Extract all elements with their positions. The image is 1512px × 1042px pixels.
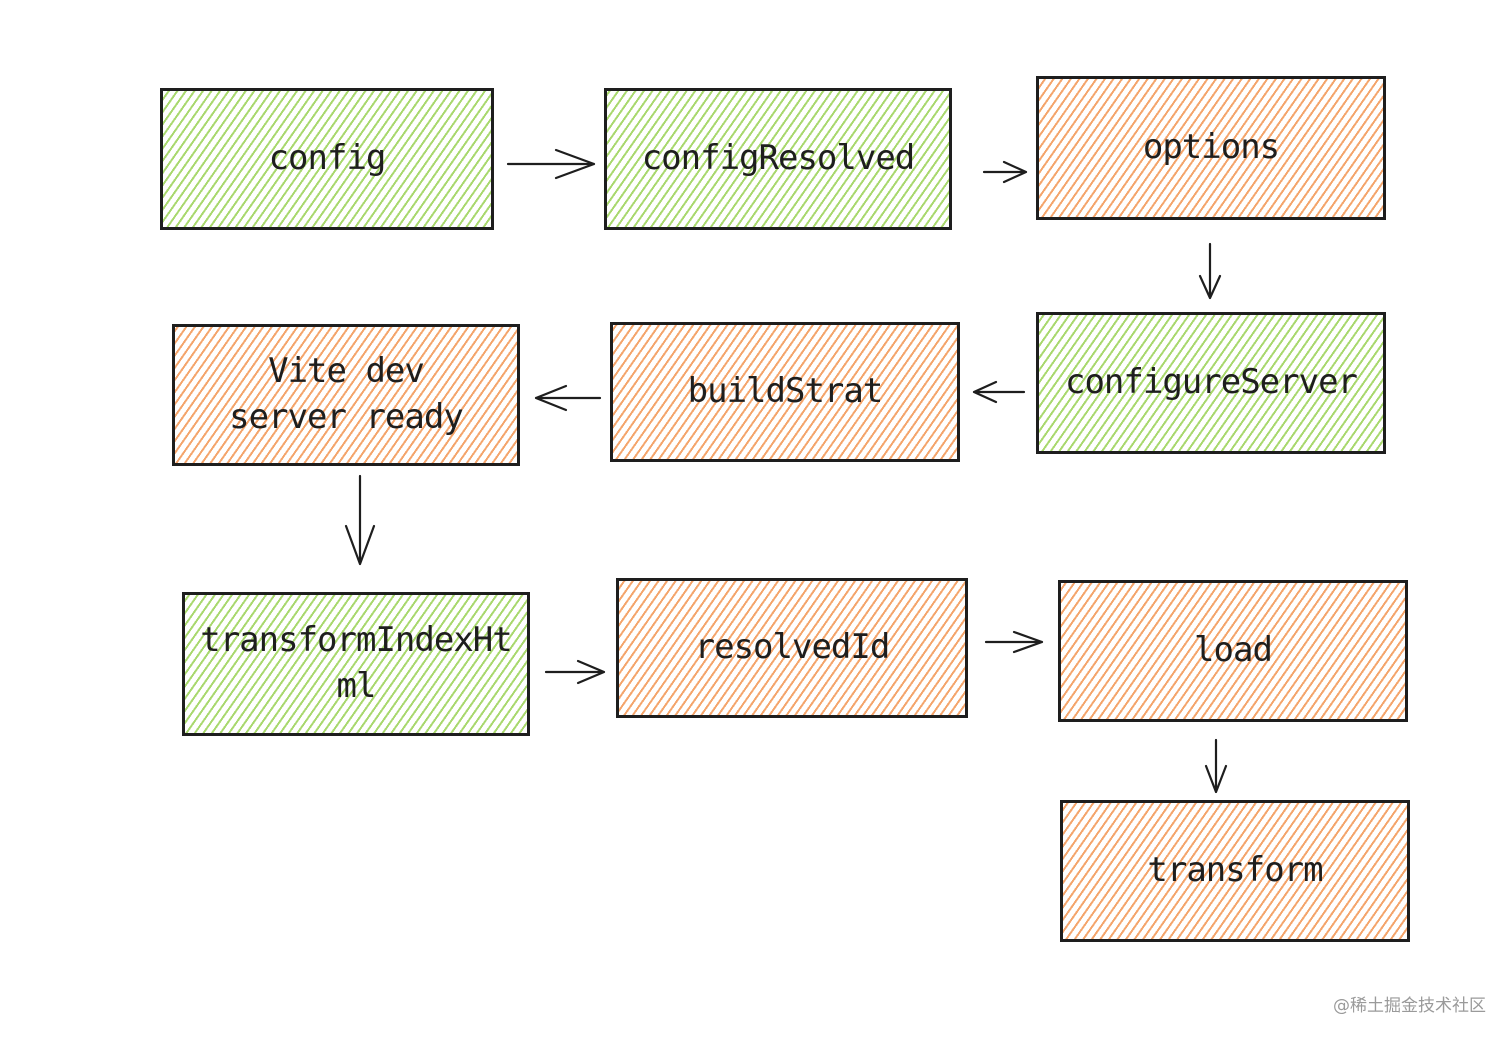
node-transform-index-html-label: transformIndexHt ml [200, 620, 513, 706]
node-load: load [1058, 580, 1408, 722]
node-config-resolved: configResolved [604, 88, 952, 230]
node-configure-server-label: configureServer [1064, 362, 1358, 403]
node-build-strat: buildStrat [610, 322, 960, 462]
node-transform-index-html: transformIndexHt ml [182, 592, 530, 736]
node-config-label: config [268, 138, 387, 179]
node-options: options [1036, 76, 1386, 220]
node-options-label: options [1142, 127, 1280, 168]
node-resolved-id-label: resolvedId [694, 627, 891, 668]
node-config: config [160, 88, 494, 230]
node-vite-ready-label: Vite dev server ready [229, 351, 464, 437]
node-resolved-id: resolvedId [616, 578, 968, 718]
node-build-strat-label: buildStrat [687, 371, 884, 412]
node-config-resolved-label: configResolved [641, 138, 916, 179]
node-configure-server: configureServer [1036, 312, 1386, 454]
node-transform-label: transform [1147, 850, 1323, 891]
node-load-label: load [1194, 630, 1273, 671]
node-vite-ready: Vite dev server ready [172, 324, 520, 466]
node-transform: transform [1060, 800, 1410, 942]
watermark: @稀土掘金技术社区 [1333, 996, 1486, 1016]
